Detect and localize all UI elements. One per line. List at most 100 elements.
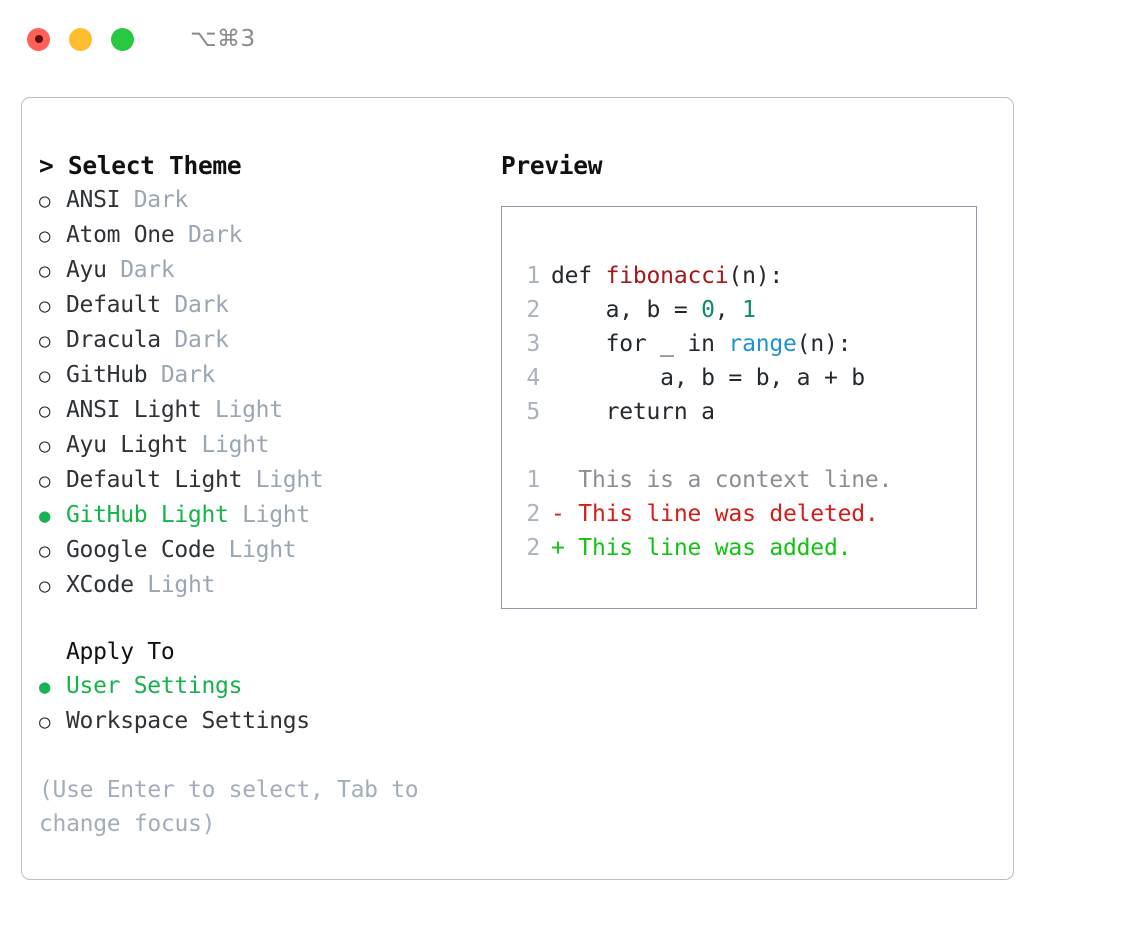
line-number: 5	[526, 399, 540, 425]
theme-option-label: Default Light	[66, 467, 243, 493]
theme-option-label: Dracula	[66, 327, 161, 353]
radio-unselected-icon[interactable]: ○	[39, 365, 51, 387]
theme-list[interactable]: ○ANSI Dark○Atom One Dark○Ayu Dark○Defaul…	[39, 183, 489, 603]
theme-option-label: ANSI	[66, 187, 121, 213]
minimize-button[interactable]	[69, 27, 92, 51]
line-number: 4	[526, 365, 540, 391]
record-dot-icon	[34, 35, 43, 43]
apply-to-header: Apply To	[66, 639, 175, 665]
theme-option-tag: Light	[133, 572, 216, 598]
radio-selected-icon[interactable]: ●	[39, 676, 51, 698]
theme-picker-column: > Select Theme ○ANSI Dark○Atom One Dark○…	[39, 149, 489, 841]
token-num: 1	[742, 297, 756, 323]
code-line: 2 a, b = 0, 1	[524, 293, 976, 327]
theme-option-label: Google Code	[66, 537, 216, 563]
theme-option-github[interactable]: ○GitHub Dark	[39, 358, 489, 393]
code-text: a, b = 0, 1	[551, 293, 756, 327]
theme-option-label: Default	[66, 292, 161, 318]
code-diff-spacer	[524, 429, 976, 463]
theme-option-label: GitHub	[66, 362, 148, 388]
token-fn: fibonacci	[605, 263, 729, 289]
radio-unselected-icon[interactable]: ○	[39, 330, 51, 352]
theme-option-tag: Light	[187, 432, 270, 458]
token-plain: return a	[551, 399, 715, 425]
theme-option-label: Ayu Light	[66, 432, 188, 458]
line-number: 2	[526, 535, 540, 561]
theme-option-tag: Light	[228, 502, 310, 528]
radio-unselected-icon[interactable]: ○	[39, 711, 51, 733]
radio-unselected-icon[interactable]: ○	[39, 225, 51, 247]
token-plain: (n):	[728, 263, 784, 289]
code-text: for _ in range(n):	[551, 327, 852, 361]
theme-option-default-light[interactable]: ○ Default Light Light	[39, 463, 489, 498]
line-number: 1	[526, 467, 540, 493]
line-number: 2	[526, 297, 540, 323]
keyboard-hint: (Use Enter to select, Tab to change focu…	[39, 777, 419, 837]
radio-unselected-icon[interactable]: ○	[39, 540, 51, 562]
apply-to-option-label: User Settings	[66, 673, 243, 699]
theme-option-tag: Dark	[160, 292, 229, 318]
theme-option-ansi[interactable]: ○ ANSI Dark	[39, 183, 489, 218]
theme-option-label: GitHub Light	[66, 502, 229, 528]
close-button[interactable]	[27, 27, 50, 51]
code-line: 4 a, b = b, a + b	[524, 361, 976, 395]
code-line: 3 for _ in range(n):	[524, 327, 976, 361]
theme-option-google-code[interactable]: ○ Google Code Light	[39, 533, 489, 568]
code-line: 5 return a	[524, 395, 976, 429]
theme-option-ayu-light[interactable]: ○ Ayu Light Light	[39, 428, 489, 463]
preview-title: Preview	[501, 151, 603, 180]
diff-marker	[551, 463, 578, 497]
diff-text: This line was added.	[578, 535, 852, 561]
code-text: return a	[551, 395, 715, 429]
theme-option-tag: Dark	[106, 257, 175, 283]
diff-marker: -	[551, 501, 579, 527]
radio-unselected-icon[interactable]: ○	[39, 295, 51, 317]
keyboard-shortcut-label: ⌥⌘3	[190, 26, 256, 52]
radio-unselected-icon[interactable]: ○	[39, 190, 51, 212]
theme-option-ansi-light[interactable]: ○ ANSI Light Light	[39, 393, 489, 428]
theme-option-tag: Light	[242, 467, 324, 493]
apply-to-option-label: Workspace Settings	[66, 708, 310, 734]
traffic-lights	[27, 27, 134, 51]
diff-line-del: 2- This line was deleted.	[524, 497, 976, 531]
radio-unselected-icon[interactable]: ○	[39, 470, 51, 492]
radio-unselected-icon[interactable]: ○	[39, 400, 51, 422]
line-number: 2	[526, 501, 540, 527]
diff-marker: +	[551, 535, 579, 561]
radio-selected-icon[interactable]: ●	[39, 505, 51, 527]
theme-option-tag: Dark	[160, 327, 229, 353]
section-spacer	[39, 603, 489, 635]
theme-option-ayu[interactable]: ○ Ayu Dark	[39, 253, 489, 288]
radio-unselected-icon[interactable]: ○	[39, 435, 51, 457]
code-text: def fibonacci(n):	[551, 259, 783, 293]
apply-to-list[interactable]: ● User Settings ○ Workspace Settings	[39, 669, 489, 739]
token-call: range	[728, 331, 797, 357]
diff-text: This is a context line.	[578, 467, 893, 493]
token-plain: a, b = b, a + b	[551, 365, 865, 391]
theme-option-tag: Dark	[120, 187, 189, 213]
theme-option-xcode[interactable]: ○XCode Light	[39, 568, 489, 603]
theme-option-tag: Light	[201, 397, 283, 423]
line-number: 3	[526, 331, 540, 357]
theme-option-label: Ayu	[66, 257, 107, 283]
token-plain: ,	[714, 297, 743, 323]
token-plain: def	[551, 263, 606, 289]
maximize-button[interactable]	[111, 27, 134, 51]
theme-option-github-light[interactable]: ● GitHub Light Light	[39, 498, 489, 533]
apply-to-option-user-settings[interactable]: ● User Settings	[39, 669, 489, 704]
line-number: 1	[526, 263, 540, 289]
theme-option-dracula[interactable]: ○ Dracula Dark	[39, 323, 489, 358]
main-panel: > Select Theme ○ANSI Dark○Atom One Dark○…	[21, 97, 1014, 880]
radio-unselected-icon[interactable]: ○	[39, 575, 51, 597]
diff-block: 1 This is a context line. 2- This line wa…	[524, 463, 976, 565]
token-plain: for _ in	[551, 331, 729, 357]
theme-option-label: ANSI Light	[66, 397, 202, 423]
theme-option-default[interactable]: ○ Default Dark	[39, 288, 489, 323]
radio-unselected-icon[interactable]: ○	[39, 260, 51, 282]
theme-option-tag: Light	[215, 537, 297, 563]
theme-option-atom-one[interactable]: ○Atom One Dark	[39, 218, 489, 253]
apply-to-option-workspace-settings[interactable]: ○ Workspace Settings	[39, 704, 489, 739]
